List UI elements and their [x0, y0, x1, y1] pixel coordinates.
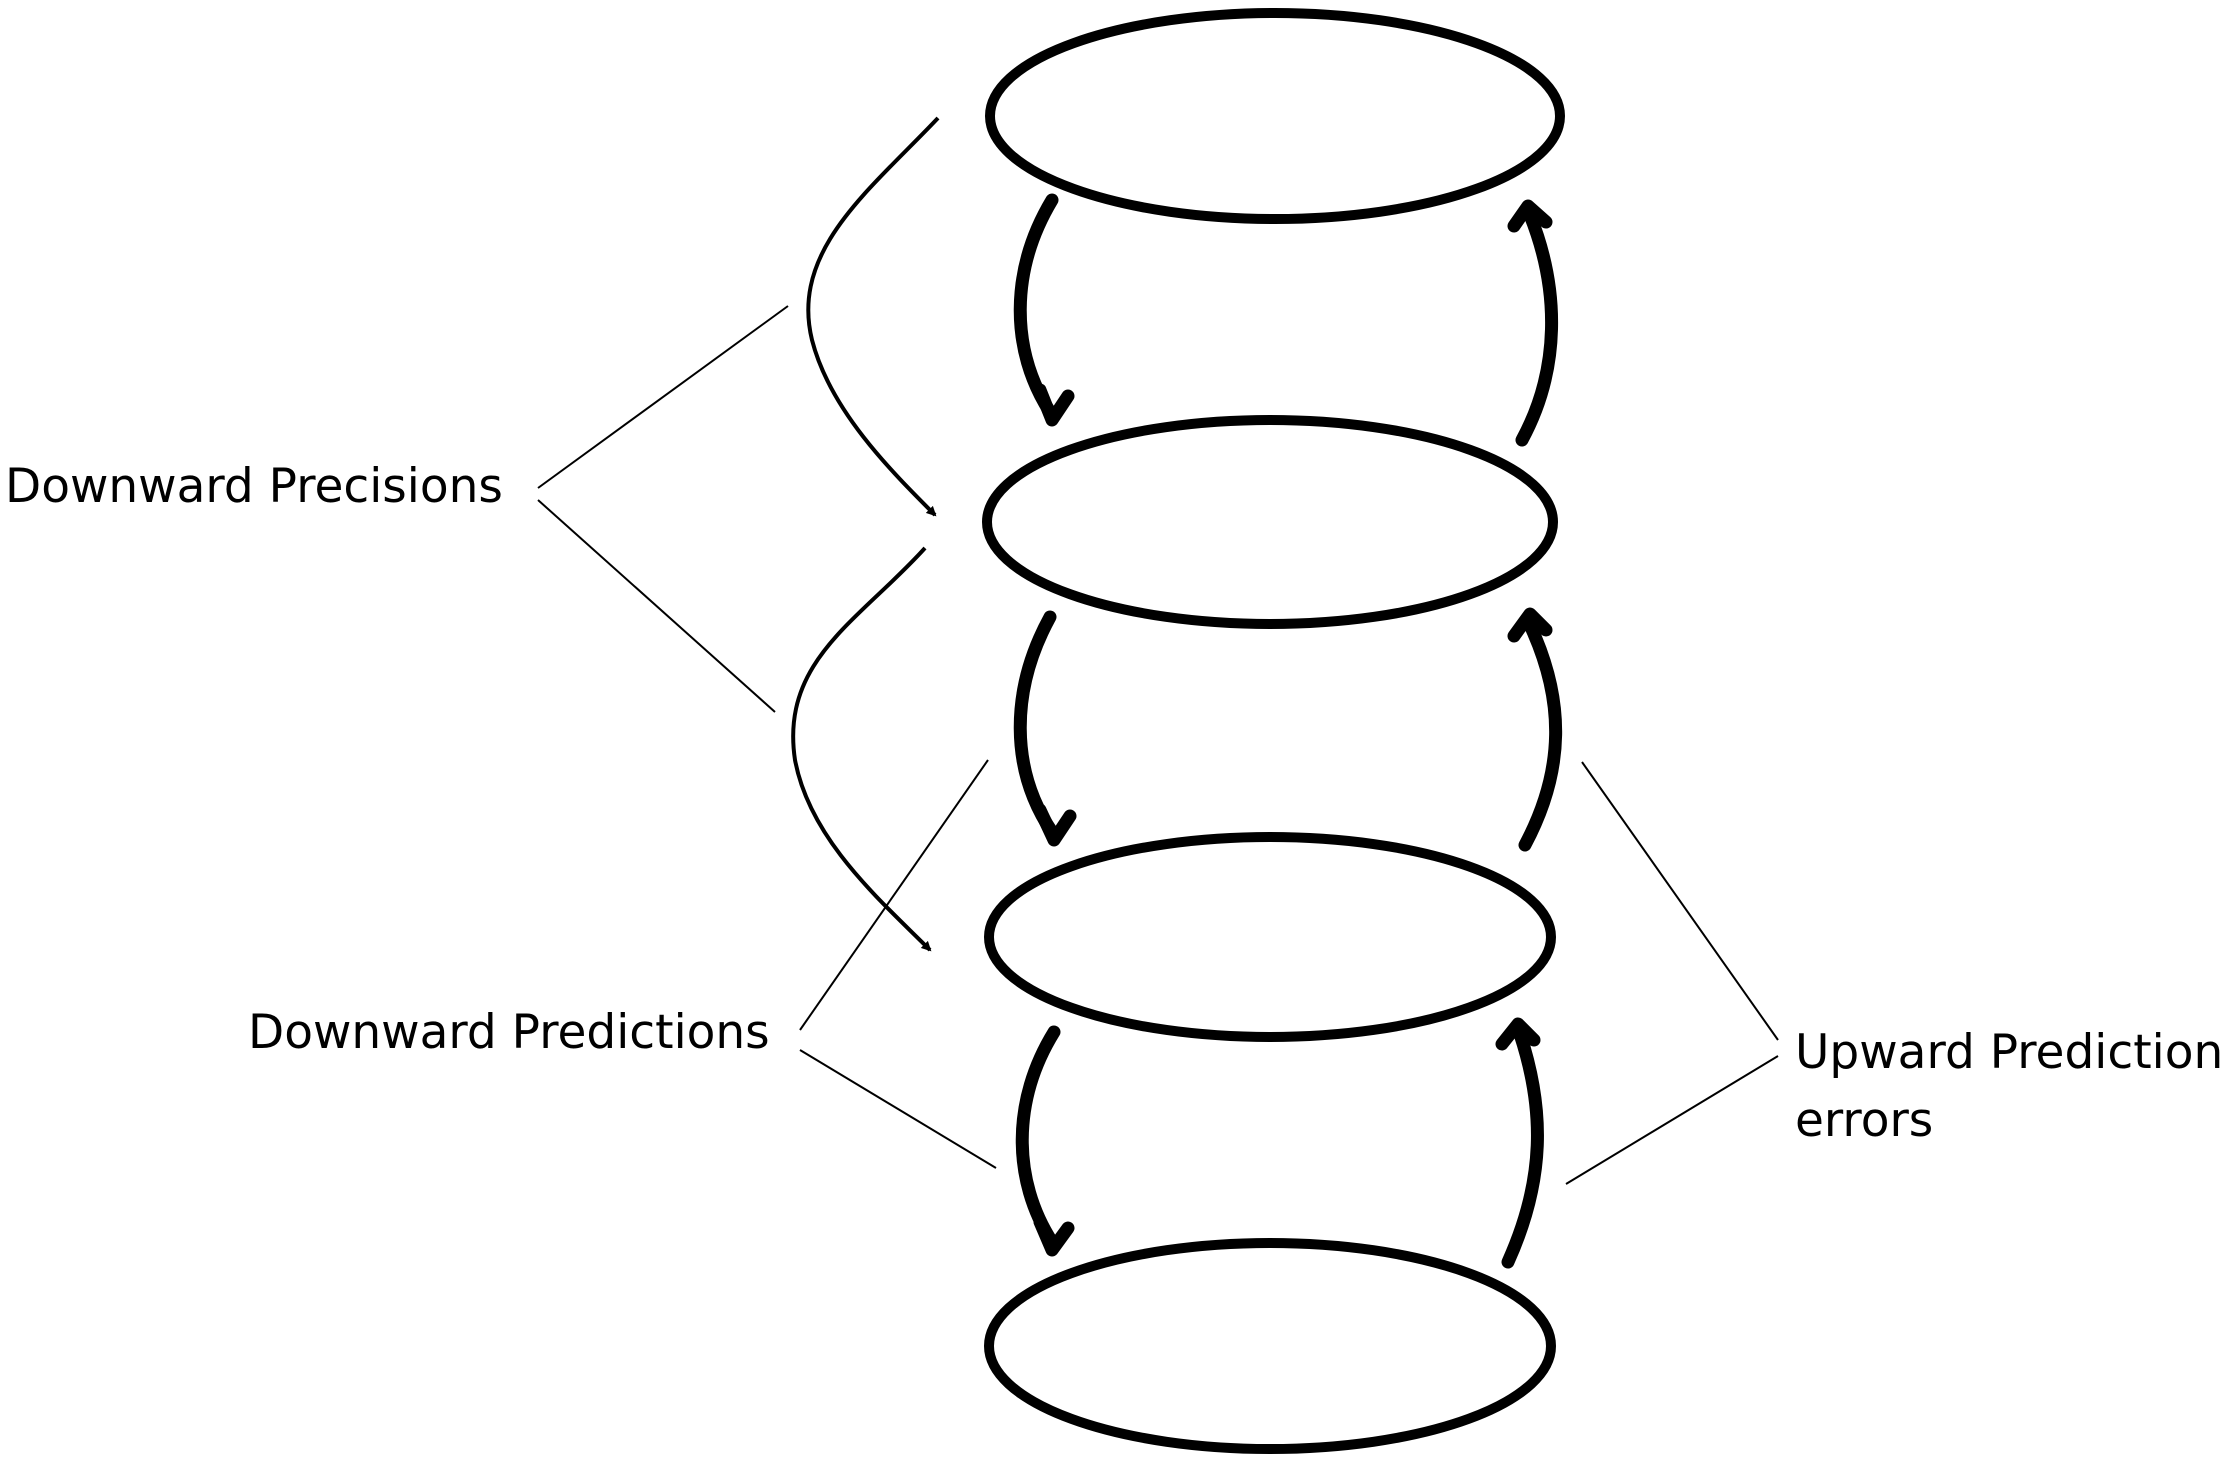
level-2-node: [982, 415, 1558, 629]
label-downward-precisions: Downward Precisions: [5, 459, 503, 514]
upward-error-arrowhead-3: [1495, 1017, 1541, 1051]
precisions-pointer-upper: [537, 305, 789, 489]
level-1-node: [985, 8, 1565, 224]
downward-precision-arrows: [791, 116, 940, 952]
predictions-pointer-upper: [799, 759, 989, 1031]
errors-pointer-upper: [1581, 761, 1779, 1041]
downward-precision-arrow-2: [791, 546, 932, 952]
downward-precision-arrow-1: [806, 116, 940, 517]
upward-error-arrow-1: [1515, 208, 1558, 447]
downward-prediction-arrowhead-3: [1033, 1215, 1075, 1257]
upward-error-arrow-3: [1501, 1027, 1544, 1269]
upward-error-arrowhead-1: [1507, 199, 1553, 233]
errors-pointer-lower: [1565, 1055, 1779, 1185]
downward-prediction-arrow-3: [1015, 1025, 1061, 1249]
predictions-pointer-lower: [799, 1049, 997, 1169]
upward-error-arrow-2: [1518, 618, 1563, 852]
upward-error-arrows: [1501, 208, 1563, 1269]
label-upward-prediction-errors-line2: errors: [1795, 1093, 1933, 1148]
downward-prediction-arrowhead-2: [1033, 803, 1077, 847]
downward-prediction-arrow-2: [1013, 610, 1059, 839]
precisions-pointer-lower: [537, 499, 776, 713]
upward-error-arrowheads: [1495, 199, 1553, 1051]
label-pointer-lines: [537, 305, 1779, 1185]
label-downward-predictions: Downward Predictions: [248, 1005, 770, 1060]
downward-prediction-arrows: [1013, 193, 1061, 1249]
downward-prediction-arrow-1: [1013, 193, 1059, 419]
downward-prediction-arrowheads: [1033, 383, 1077, 1257]
upward-error-arrowhead-2: [1507, 607, 1553, 643]
label-upward-prediction-errors-line1: Upward Prediction: [1795, 1025, 2223, 1080]
downward-prediction-arrowhead-1: [1033, 383, 1075, 427]
level-4-node: [984, 1238, 1556, 1454]
level-3-node: [984, 832, 1556, 1042]
